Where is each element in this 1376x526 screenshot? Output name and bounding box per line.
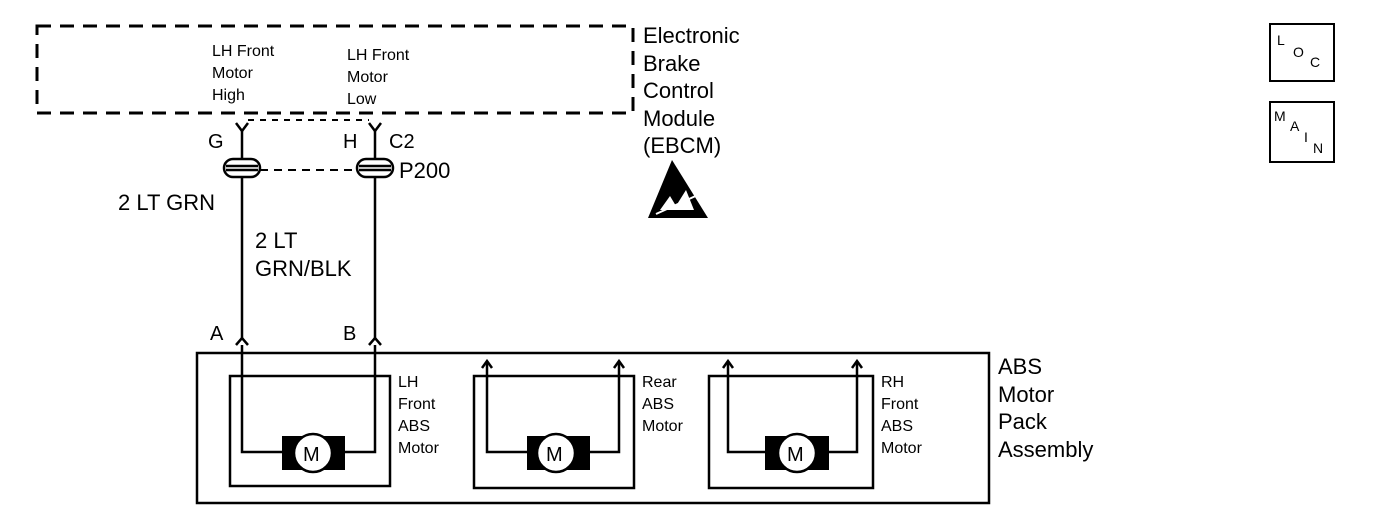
ebcm-name: Electronic Brake Control Module (EBCM) — [643, 23, 746, 158]
esd-warning-icon — [648, 160, 708, 218]
wire-right-label: 2 LT GRN/BLK — [255, 228, 352, 281]
inline-connector-p200 — [222, 157, 395, 179]
pin-g-label: G — [208, 131, 224, 153]
wire-left-label: 2 LT GRN — [118, 190, 215, 215]
motor-rh-front-symbol: M — [787, 444, 804, 466]
main-letter-2: A — [1290, 118, 1300, 134]
loc-letter-1: L — [1277, 32, 1285, 48]
connector-c2-pins — [235, 122, 382, 134]
loc-letter-3: C — [1310, 54, 1321, 70]
motor-rear-label: Rear ABS Motor — [642, 374, 684, 435]
pin-h-label: H — [343, 131, 357, 153]
motor-pack-name: ABS Motor Pack Assembly — [998, 354, 1093, 462]
inline-connector-label: P200 — [399, 158, 450, 183]
pin-g-circuit-label: LH Front Motor High — [212, 43, 279, 104]
motor-lh-front — [228, 345, 392, 488]
motor-rear — [472, 358, 636, 490]
pin-a-label: A — [210, 323, 224, 345]
motor-pack-box — [195, 351, 991, 505]
main-button[interactable]: M A I N — [1269, 101, 1335, 163]
motor-lh-front-label: LH Front ABS Motor — [398, 374, 440, 457]
main-letter-4: N — [1313, 140, 1324, 156]
motor-rh-front — [707, 358, 875, 490]
main-letter-1: M — [1274, 108, 1286, 124]
motor-lh-front-symbol: M — [303, 444, 320, 466]
loc-button[interactable]: L O C — [1269, 23, 1335, 82]
pin-b-label: B — [343, 323, 356, 345]
ebcm-module-box — [35, 24, 635, 115]
connector-c2-label: C2 — [389, 131, 415, 153]
pin-h-circuit-label: LH Front Motor Low — [347, 47, 414, 108]
loc-letter-2: O — [1293, 44, 1304, 60]
motor-rh-front-label: RH Front ABS Motor — [881, 374, 923, 457]
main-letter-3: I — [1304, 129, 1308, 145]
motor-rear-symbol: M — [546, 444, 563, 466]
motor-pack-pins — [235, 336, 382, 346]
